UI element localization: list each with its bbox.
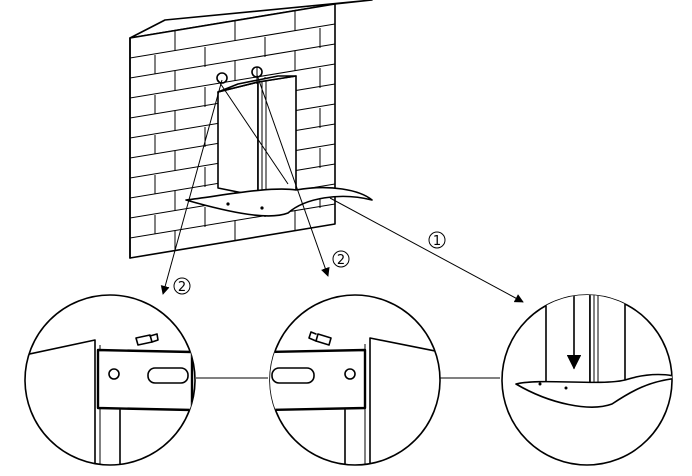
screw-icon [308,331,332,346]
bracket-slot [147,367,189,384]
mounting-bracket-icon [96,348,194,412]
detail-chimney-fit [501,294,673,466]
step-number-2: 2 [178,280,186,295]
leader-lines [160,74,524,303]
step-label-2-left: 2 [173,277,191,295]
step-label-1: 1 [428,231,446,249]
step-number-2: 2 [337,253,345,268]
arrow-icon [256,74,330,277]
bracket-slot [271,367,315,384]
screw-icon [135,333,159,346]
arrow-icon [329,197,524,303]
arrow-icon [160,79,223,295]
step-label-2-right: 2 [332,250,350,268]
step-number-1: 1 [433,234,441,249]
mounting-bracket-icon [270,348,367,412]
wall-screw-markers [216,66,263,84]
detail-right-bracket [269,294,441,466]
detail-left-bracket [24,294,196,466]
hood-canopy [185,186,373,217]
